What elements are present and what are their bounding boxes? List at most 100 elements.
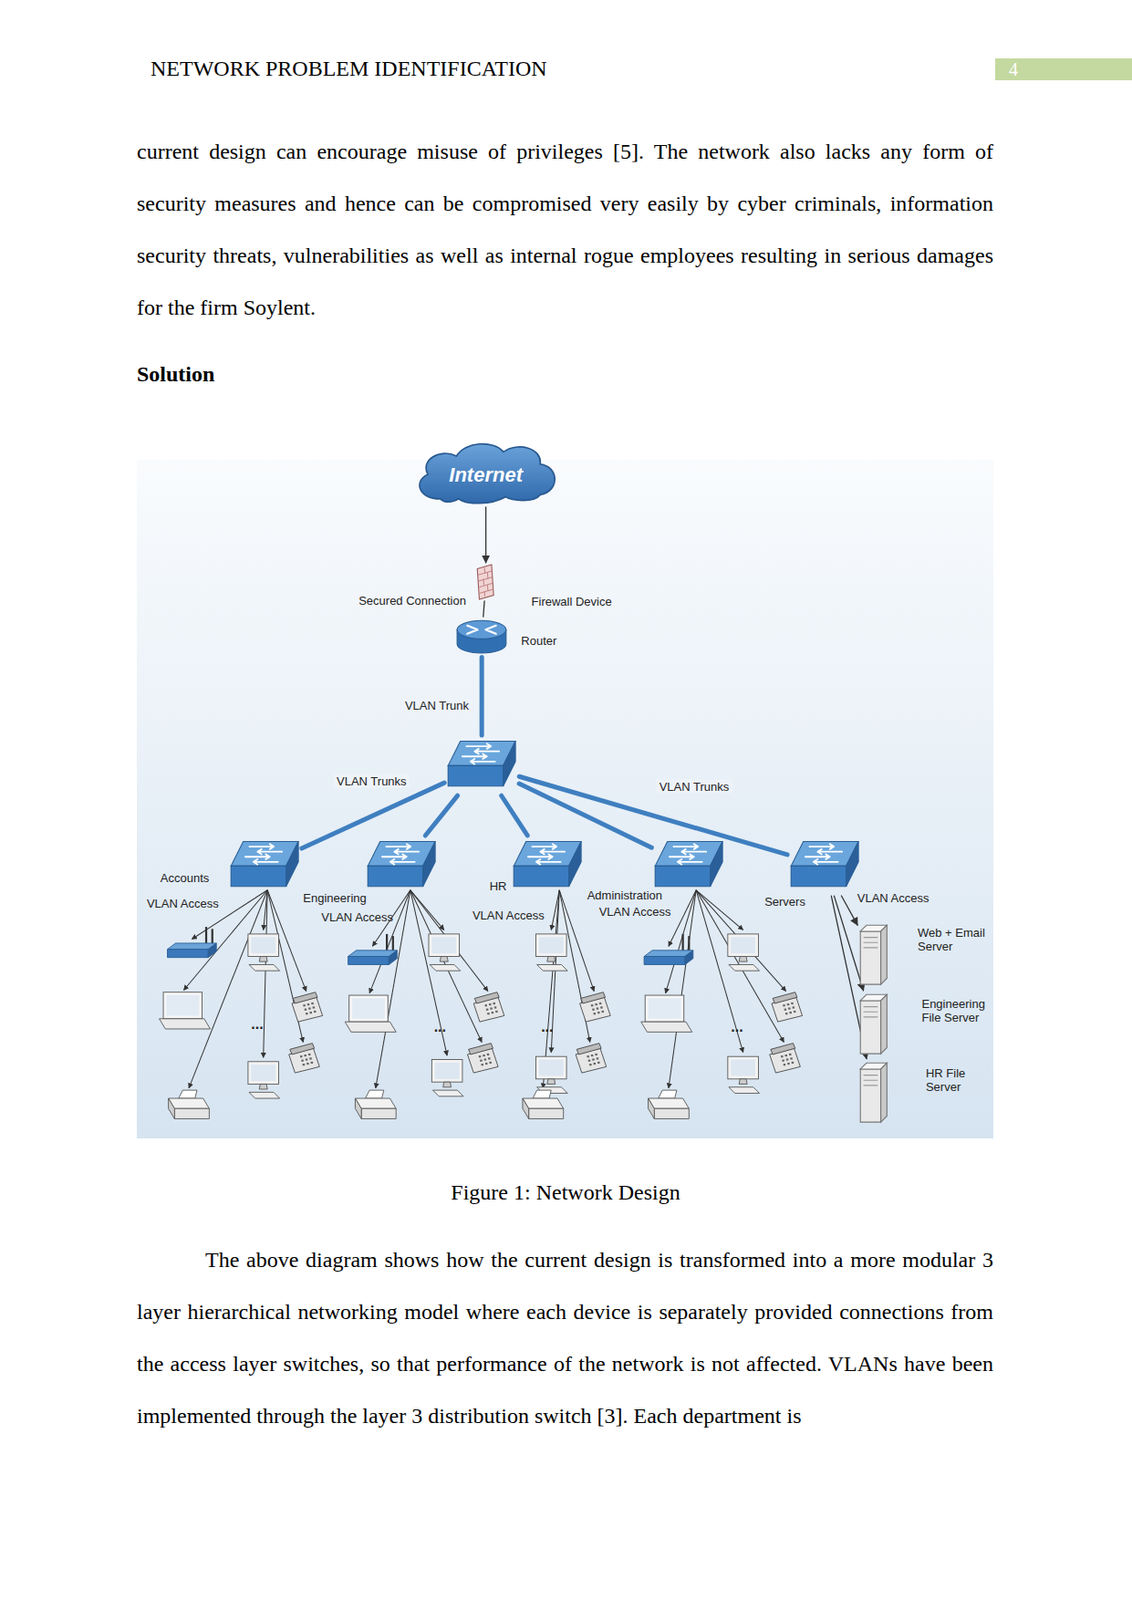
- internet-cloud: Internet: [409, 439, 563, 506]
- firewall-device: Firewall Device: [475, 564, 496, 600]
- phone-icon: [467, 1043, 499, 1073]
- connection-label: Secured Connection: [358, 593, 467, 609]
- pc-icon: [248, 934, 281, 971]
- access-switch: ServersVLAN Access: [789, 837, 861, 895]
- phone-icon: [473, 992, 505, 1022]
- laptop-icon: [159, 992, 211, 1029]
- server: Engineering File Server: [858, 992, 890, 1056]
- ellipsis-mark: ...: [250, 1015, 263, 1033]
- switch-shape: [228, 837, 301, 895]
- switch-shape: [653, 837, 725, 895]
- printer-icon: [168, 1090, 210, 1119]
- switch-shape: [446, 737, 518, 795]
- ellipsis-mark: ...: [540, 1017, 553, 1035]
- ellipsis-mark: ...: [434, 1017, 447, 1035]
- trunk-label: VLAN Trunk: [402, 698, 472, 713]
- device-link: [188, 890, 268, 1089]
- pc-icon: [431, 1059, 464, 1097]
- device-link: [410, 890, 489, 992]
- link-line: [841, 895, 858, 925]
- device-link: [369, 890, 411, 994]
- device-link: [695, 890, 743, 1053]
- router: Router: [456, 618, 508, 655]
- vlan-label: VLAN Access: [321, 911, 394, 925]
- access-switch: AccountsVLAN Access: [228, 837, 301, 895]
- body-paragraph: The above diagram shows how the current …: [136, 1234, 994, 1443]
- switch-shape: [789, 837, 861, 895]
- access-switch: HRVLAN Access: [511, 837, 583, 895]
- laptop-icon: [344, 995, 396, 1032]
- vlan-label: VLAN Access: [146, 897, 219, 912]
- trunk-label: VLAN Trunks: [333, 774, 410, 789]
- ap-icon: [348, 934, 398, 966]
- ellipsis-mark: ...: [730, 1017, 743, 1035]
- section-heading: Solution: [136, 361, 215, 388]
- server-label: HR File Server: [925, 1067, 996, 1095]
- pc-icon: [727, 1056, 760, 1093]
- firewall-shape: [475, 564, 496, 600]
- vlan-trunk: [501, 795, 529, 836]
- laptop-icon: [641, 995, 693, 1032]
- distribution-switch: [446, 737, 518, 795]
- ap-icon: [167, 926, 218, 958]
- server-shape: [858, 992, 890, 1056]
- link-line: [483, 601, 485, 617]
- device-links: [183, 890, 786, 1089]
- device-link: [668, 890, 696, 1089]
- device-label: Firewall Device: [531, 595, 613, 610]
- ap-icon: [643, 934, 694, 966]
- vlan-trunk: [425, 795, 457, 836]
- phone-icon: [580, 992, 612, 1022]
- device-link: [695, 890, 743, 931]
- pc-icon: [535, 1056, 568, 1093]
- page-number: 4: [1008, 58, 1018, 81]
- server-label: Web + Email Server: [917, 926, 987, 955]
- vlan-trunk: [301, 782, 445, 849]
- access-switch: AdministrationVLAN Access: [653, 837, 725, 895]
- vlan-label: VLAN Access: [472, 908, 545, 923]
- pc-icon: [248, 1061, 281, 1099]
- server-shape: [858, 923, 890, 987]
- server: HR File Server: [858, 1060, 890, 1124]
- device-label: Accounts: [160, 872, 209, 886]
- phone-icon: [769, 1043, 801, 1073]
- printer-icon: [522, 1090, 564, 1119]
- page-number-bar: [995, 58, 1132, 81]
- printer-icon: [354, 1090, 396, 1119]
- phone-icon: [771, 992, 803, 1022]
- device-link: [410, 890, 447, 1056]
- pc-icon: [428, 934, 461, 971]
- cloud-label: Internet: [448, 463, 523, 487]
- pc-icon: [727, 934, 760, 971]
- phone-icon: [575, 1043, 607, 1073]
- device-label: Administration: [587, 889, 663, 904]
- device-label: Engineering: [302, 891, 366, 905]
- device-label: Servers: [764, 895, 806, 910]
- vlan-label: VLAN Access: [857, 891, 930, 905]
- server-label: Engineering File Server: [921, 997, 991, 1026]
- phone-icon: [289, 1043, 321, 1073]
- device-label: Router: [520, 633, 557, 648]
- vlan-trunk: [479, 656, 485, 736]
- body-paragraph: current design can encourage misuse of p…: [136, 125, 994, 334]
- access-switch: EngineeringVLAN Access: [365, 837, 437, 895]
- vlan-label: VLAN Access: [599, 905, 672, 920]
- phone-icon: [291, 992, 323, 1022]
- device-link: [695, 890, 784, 1043]
- device-link: [410, 890, 482, 1043]
- link-line: [485, 507, 487, 563]
- pc-icon: [535, 934, 568, 971]
- vlan-trunk: [519, 783, 652, 848]
- switch-shape: [511, 837, 583, 895]
- running-header: NETWORK PROBLEM IDENTIFICATION: [150, 55, 548, 83]
- end-devices: [159, 926, 803, 1119]
- device-link: [263, 890, 268, 1059]
- device-label: HR: [489, 880, 508, 894]
- figure-background: [136, 459, 994, 1139]
- router-shape: [456, 618, 508, 655]
- trunk-label: VLAN Trunks: [656, 778, 733, 793]
- figure-caption: Figure 1: Network Design: [450, 1180, 680, 1205]
- server: Web + Email Server: [858, 923, 890, 987]
- server-shape: [858, 1060, 890, 1124]
